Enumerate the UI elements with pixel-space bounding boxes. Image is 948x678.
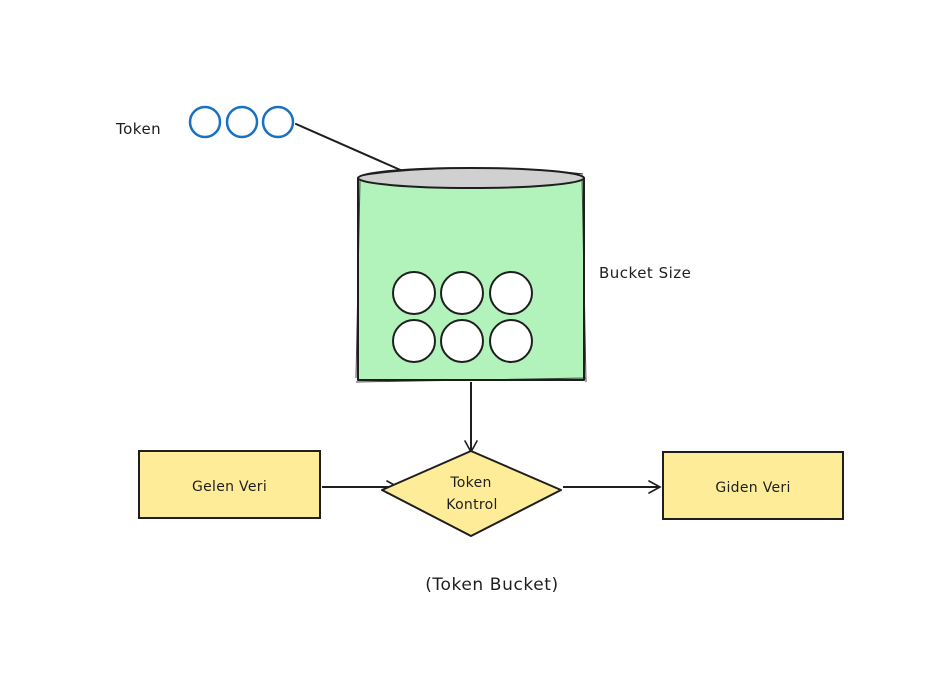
bucket-body-sketch	[355, 175, 587, 383]
bucket-token	[440, 319, 484, 363]
outgoing-data-box: Giden Veri	[662, 451, 844, 520]
incoming-data-label: Gelen Veri	[192, 479, 267, 495]
bucket-tokens	[392, 271, 533, 363]
bucket-token	[440, 271, 484, 315]
decision-label-line1: Token	[449, 475, 491, 491]
bucket-token	[489, 271, 533, 315]
token-control-decision: Token Kontrol	[381, 450, 562, 537]
bucket-token	[489, 319, 533, 363]
diagram-caption: (Token Bucket)	[425, 575, 559, 595]
token-label: Token	[115, 120, 161, 138]
token-circle	[261, 105, 295, 139]
bucket-token	[392, 271, 436, 315]
outgoing-data-label: Giden Veri	[715, 480, 790, 496]
token-circles	[188, 105, 295, 139]
decision-label-line2: Kontrol	[446, 497, 497, 513]
token-connector-line	[295, 123, 406, 173]
incoming-data-box: Gelen Veri	[138, 450, 321, 519]
bucket-token	[392, 319, 436, 363]
token-circle	[188, 105, 222, 139]
bucket-size-label: Bucket Size	[599, 264, 691, 282]
token-circle	[225, 105, 259, 139]
